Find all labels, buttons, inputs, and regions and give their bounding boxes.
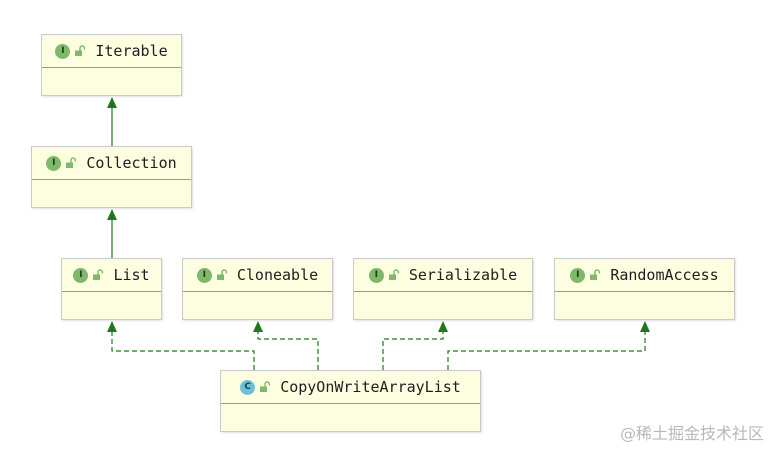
node-list-header: I List: [62, 259, 161, 292]
node-cloneable-header: I Cloneable: [183, 259, 332, 292]
edge-copyonwrite-list: [107, 321, 255, 370]
interface-icon: I: [55, 43, 71, 59]
node-iterable-header: I Iterable: [42, 35, 181, 68]
unlocked-icon: [66, 157, 77, 168]
node-copyonwritearraylist-label: CopyOnWriteArrayList: [280, 378, 461, 396]
node-randomaccess[interactable]: I RandomAccess: [554, 258, 735, 320]
edge-copyonwrite-serializable: [382, 321, 448, 370]
interface-icon: I: [570, 267, 586, 283]
unlocked-icon: [93, 269, 104, 280]
node-iterable-label: Iterable: [95, 42, 168, 60]
node-serializable-label: Serializable: [408, 266, 518, 284]
interface-icon: I: [196, 267, 212, 283]
node-randomaccess-label: RandomAccess: [610, 266, 719, 284]
interface-icon: I: [46, 155, 62, 171]
node-list-label: List: [113, 266, 150, 284]
node-cloneable[interactable]: I Cloneable: [182, 258, 333, 320]
node-cloneable-label: Cloneable: [236, 266, 319, 284]
edge-copyonwrite-cloneable: [253, 321, 319, 370]
edge-copyonwrite-randomaccess: [447, 321, 650, 370]
unlocked-icon: [260, 381, 271, 392]
unlocked-icon: [590, 269, 601, 280]
node-iterable[interactable]: I Iterable: [41, 34, 182, 96]
node-serializable[interactable]: I Serializable: [353, 258, 533, 320]
interface-icon: I: [73, 267, 89, 283]
node-collection-label: Collection: [86, 154, 177, 172]
class-icon: C: [240, 379, 256, 395]
unlocked-icon: [75, 45, 86, 56]
edge-list-collection: [107, 209, 117, 259]
node-serializable-header: I Serializable: [354, 259, 532, 292]
node-collection[interactable]: I Collection: [31, 146, 192, 208]
node-copyonwritearraylist[interactable]: C CopyOnWriteArrayList: [220, 370, 481, 432]
interface-icon: I: [368, 267, 384, 283]
node-collection-header: I Collection: [32, 147, 191, 180]
node-copyonwritearraylist-header: C CopyOnWriteArrayList: [221, 371, 480, 404]
node-randomaccess-header: I RandomAccess: [555, 259, 734, 292]
edge-collection-iterable: [107, 97, 117, 147]
watermark: @稀土掘金技术社区: [619, 424, 764, 443]
unlocked-icon: [216, 269, 227, 280]
unlocked-icon: [388, 269, 399, 280]
node-list[interactable]: I List: [61, 258, 162, 320]
